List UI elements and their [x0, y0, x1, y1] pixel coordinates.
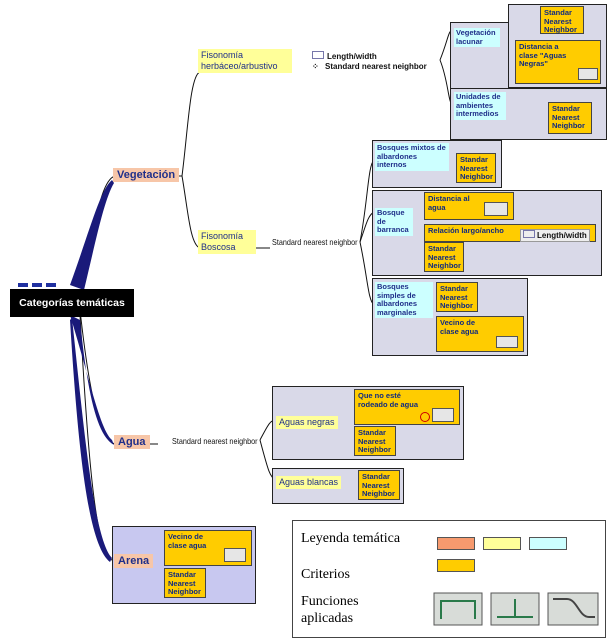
herbaceo-node[interactable]: Fisonomía herbáceo/arbustivo [198, 49, 292, 73]
neighbor-icon [496, 336, 518, 348]
intermedios-snn-box[interactable]: Standar Nearest Neighbor [548, 102, 592, 134]
mixtos-node[interactable]: Bosques mixtos de albardones internos [375, 143, 449, 171]
boscosa-node[interactable]: Fisonomía Boscosa [198, 230, 256, 254]
mixtos-snn-box[interactable]: Standar Nearest Neighbor [456, 153, 496, 183]
aguas-blancas-node[interactable]: Aguas blancas [276, 476, 342, 489]
vegetacion-node[interactable]: Vegetación [113, 168, 180, 182]
connector-root-agua [79, 309, 158, 445]
agua-snn-label: Standard nearest neighbor [172, 436, 258, 446]
legend-swatch-criteria [437, 559, 475, 572]
barranca-snn-box[interactable]: Standar Nearest Neighbor [424, 242, 464, 272]
threshold-function-icon [490, 592, 540, 626]
neighbor-function-icon [433, 592, 483, 626]
aguas-negras-node[interactable]: Aguas negras [276, 416, 338, 429]
simples-snn-box[interactable]: Standar Nearest Neighbor [436, 282, 478, 312]
legend-funciones-label: Funciones aplicadas [301, 594, 359, 626]
barranca-node[interactable]: Bosque de barranca [375, 208, 413, 236]
intermedios-node[interactable]: Unidades de ambientes intermedios [454, 92, 506, 120]
nearest-neighbor-icon: ⁘ [312, 62, 319, 71]
blancas-snn-box[interactable]: Standar Nearest Neighbor [358, 470, 400, 500]
legend-swatch-yellow [483, 537, 521, 550]
legend-swatch-orange [437, 537, 475, 550]
legend-swatch-cyan [529, 537, 567, 550]
root-tail-arena [70, 318, 112, 562]
lacunar-node[interactable]: Vegetación lacunar [454, 28, 500, 47]
barranca-length-width: Length/width [520, 229, 590, 242]
neighbor-icon [432, 408, 454, 422]
boscosa-snn-label: Standard nearest neighbor [272, 237, 358, 247]
length-width-icon [523, 230, 535, 238]
root-node[interactable]: Categorías temáticas [10, 289, 134, 317]
connector-vegetacion-herbaceo [181, 71, 292, 177]
simples-node[interactable]: Bosques simples de albardones marginales [375, 282, 433, 318]
neighbor-icon [224, 548, 246, 562]
legend: Leyenda temática Criterios Funciones apl… [292, 520, 606, 638]
legend-tematica-label: Leyenda temática [301, 531, 401, 546]
herbaceo-functions: Length/width ⁘Standard nearest neighbor [312, 51, 427, 71]
legend-criterios-label: Criterios [301, 567, 350, 582]
negras-snn-box[interactable]: Standar Nearest Neighbor [354, 426, 396, 456]
lacunar-snn-box[interactable]: Standar Nearest Neighbor [540, 6, 584, 34]
not-icon [420, 412, 430, 422]
root-tail [70, 180, 114, 290]
distance-function-icon [547, 592, 599, 626]
function-icons [433, 592, 599, 626]
arena-node[interactable]: Arena [114, 554, 154, 568]
root-label: Categorías temáticas [19, 297, 125, 309]
root-tail-lower [70, 315, 114, 445]
agua-node[interactable]: Agua [114, 435, 150, 449]
length-width-icon [312, 51, 324, 59]
distance-curve-icon [484, 202, 508, 216]
distance-curve-icon [578, 68, 598, 80]
arena-snn-box[interactable]: Standar Nearest Neighbor [164, 568, 206, 598]
